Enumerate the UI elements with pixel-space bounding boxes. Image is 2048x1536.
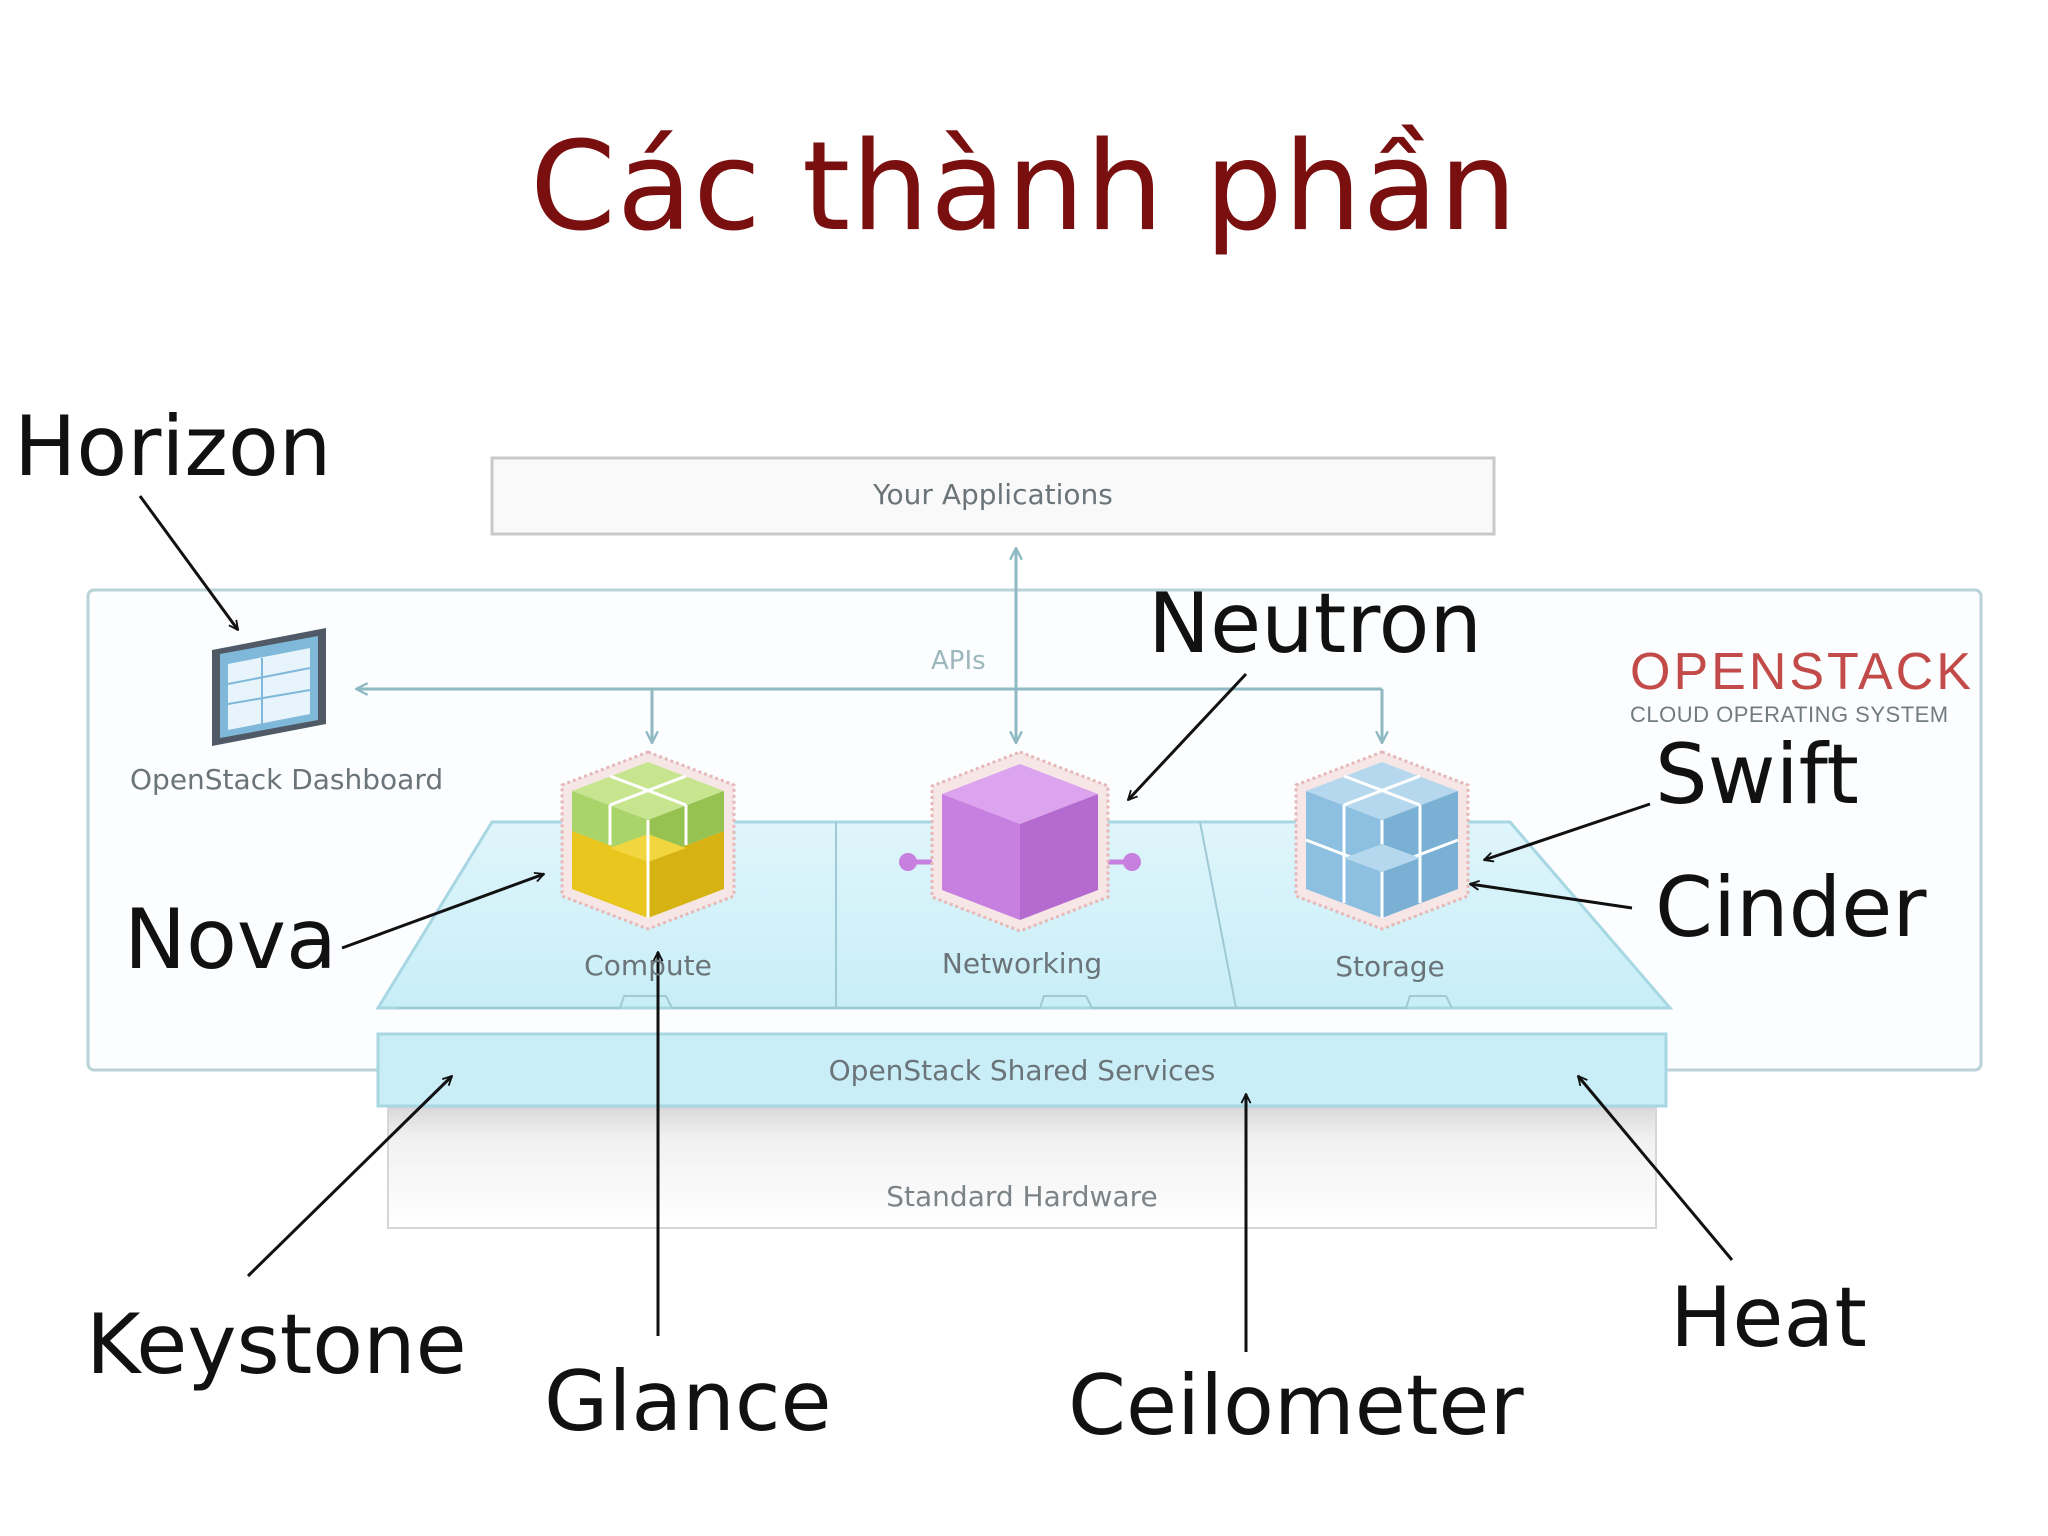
page-title: Các thành phần (530, 116, 1518, 259)
callout-swift: Swift (1655, 726, 1859, 823)
openstack-logo-name: OPENSTACK (1630, 643, 1974, 701)
shared-services-bar (376, 1032, 1668, 1108)
platform-notches (398, 995, 1453, 1009)
compute-label: Compute (584, 949, 712, 982)
openstack-logo: OPENSTACK CLOUD OPERATING SYSTEM (1630, 646, 1974, 728)
your-applications-label: Your Applications (873, 478, 1113, 511)
callout-keystone: Keystone (86, 1296, 467, 1393)
networking-cube-icon (899, 750, 1141, 933)
arrow-nova (341, 874, 544, 950)
callout-neutron: Neutron (1148, 575, 1482, 672)
callout-nova: Nova (124, 891, 337, 988)
platform-divider-2 (1199, 821, 1237, 1009)
dashboard-label: OpenStack Dashboard (130, 763, 444, 796)
arrow-swift (1484, 802, 1651, 860)
arrow-heat (1578, 1076, 1734, 1261)
standard-hardware-label: Standard Hardware (886, 1180, 1158, 1213)
callout-arrows (138, 495, 1734, 1352)
compute-cube-icon (560, 750, 736, 931)
storage-label: Storage (1335, 950, 1445, 983)
arrow-horizon (138, 495, 240, 630)
callout-glance: Glance (544, 1353, 832, 1450)
arrow-cinder (1470, 884, 1633, 910)
dashboard-monitor-icon (212, 628, 326, 746)
arrow-keystone (246, 1076, 452, 1278)
arrow-neutron (1128, 672, 1248, 800)
storage-cube-icon (1294, 750, 1470, 931)
callout-heat: Heat (1670, 1269, 1867, 1366)
shared-services-label: OpenStack Shared Services (828, 1054, 1216, 1087)
callout-horizon: Horizon (14, 398, 332, 495)
callout-ceilometer: Ceilometer (1068, 1357, 1524, 1454)
networking-label: Networking (941, 947, 1103, 980)
your-applications-box (490, 456, 1496, 536)
callout-cinder: Cinder (1655, 859, 1927, 956)
openstack-logo-tagline: CLOUD OPERATING SYSTEM (1630, 702, 1949, 727)
apis-label: APIs (931, 646, 986, 676)
